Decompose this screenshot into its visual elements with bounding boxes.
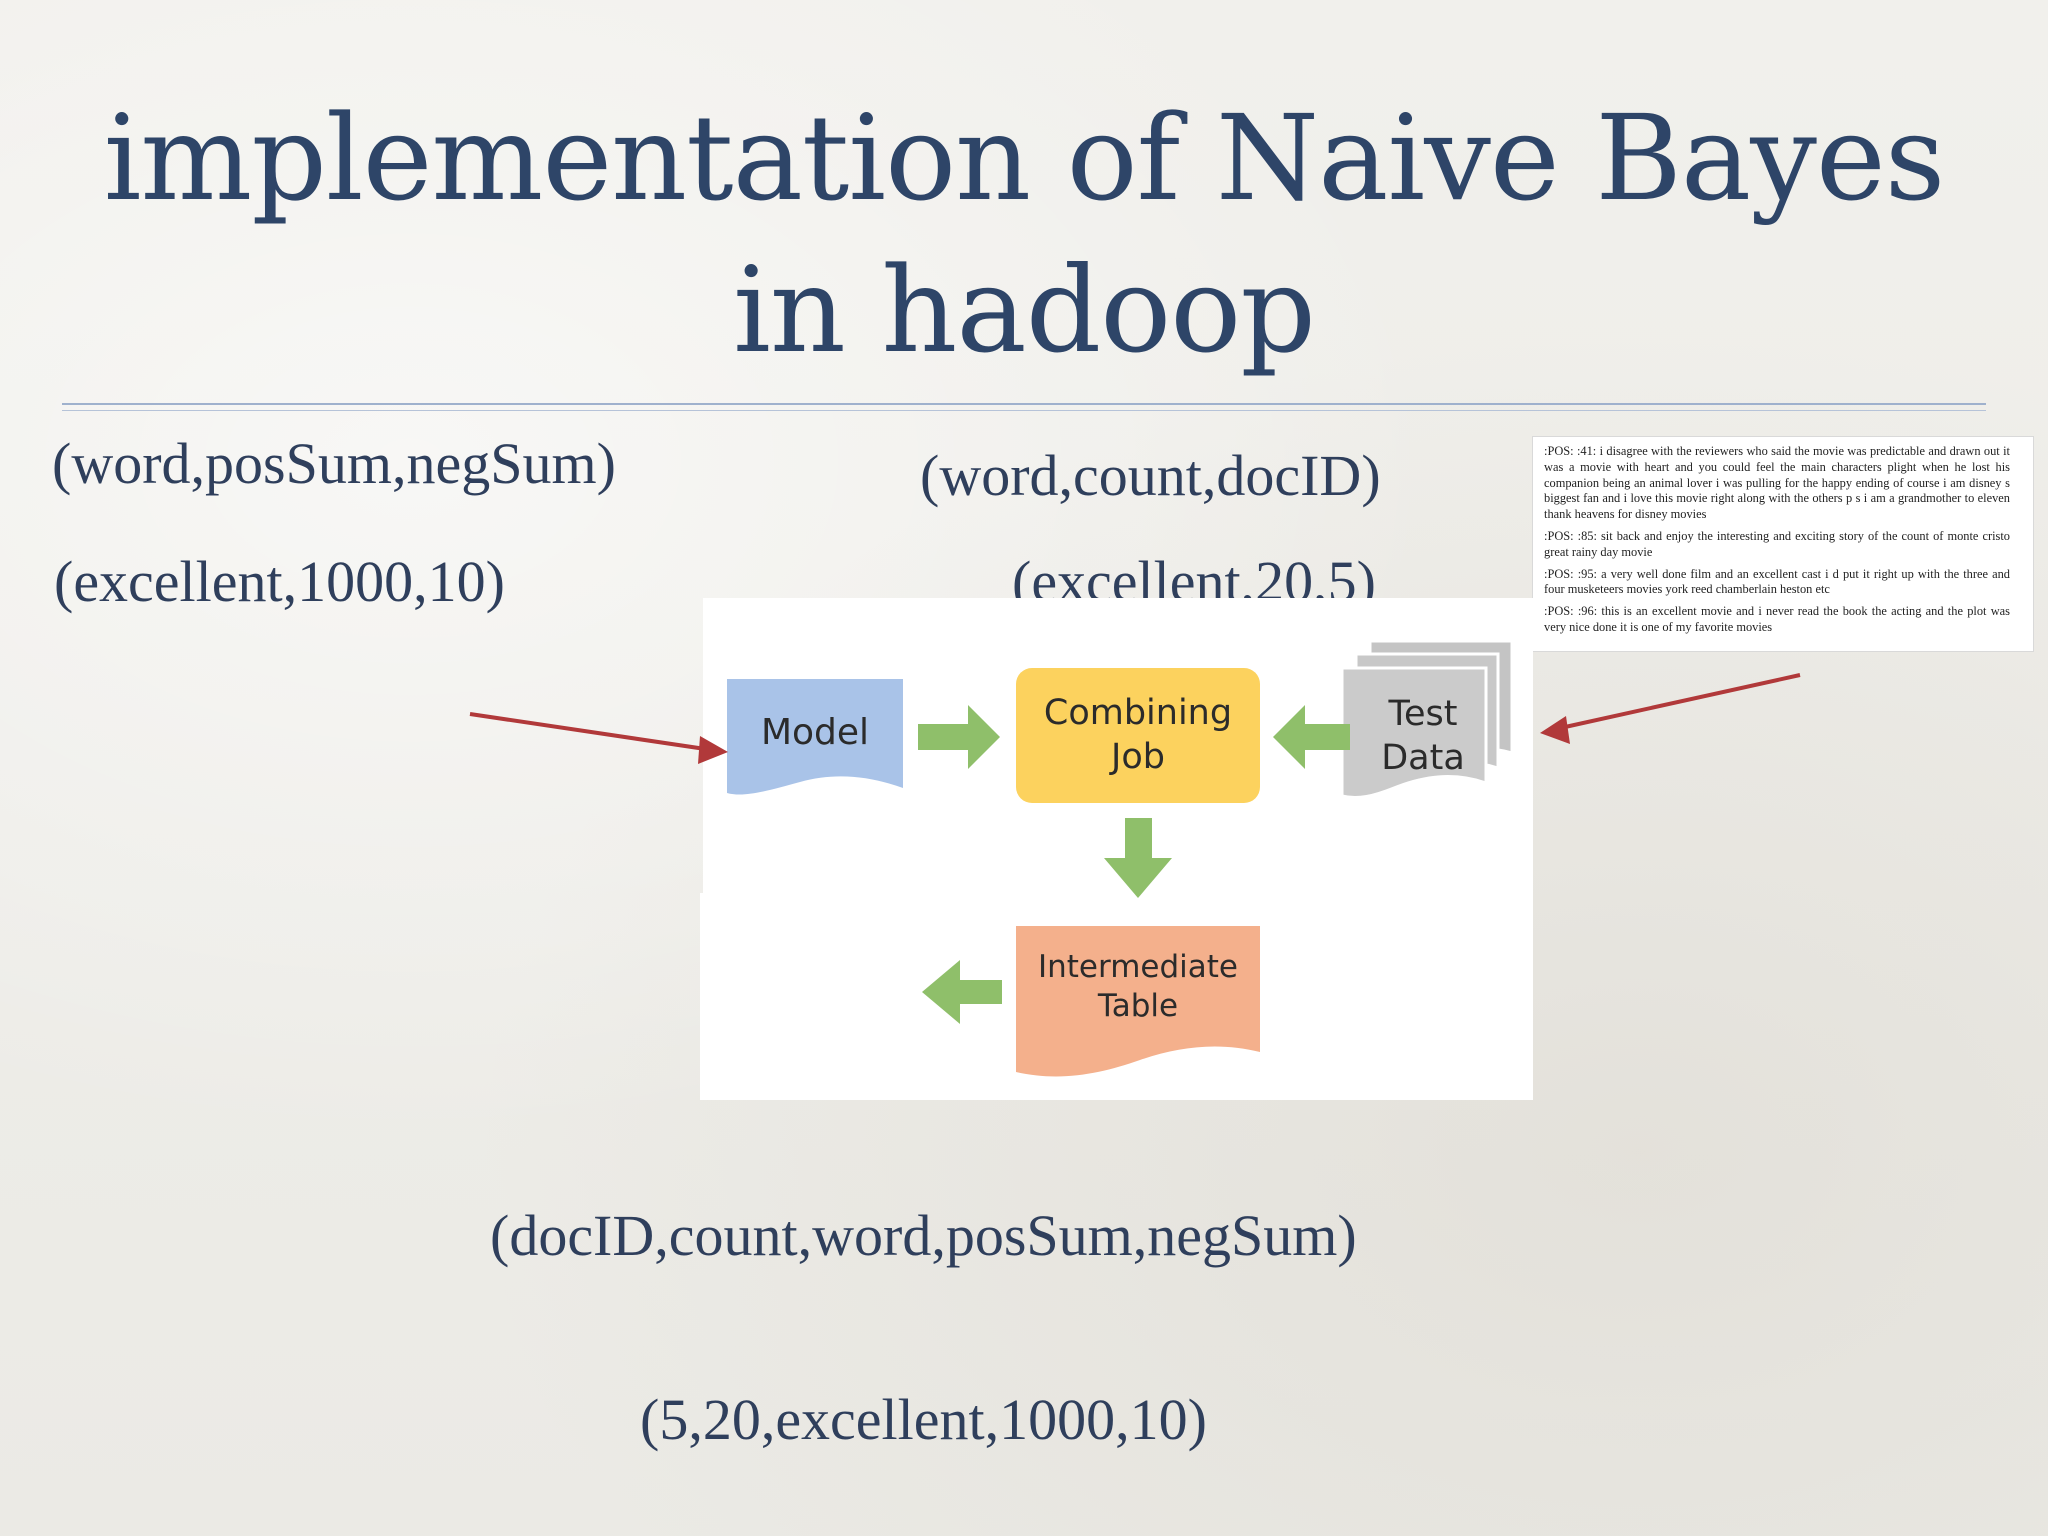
title-line-2: in hadoop [733, 241, 1316, 379]
title-divider [62, 403, 1986, 405]
combining-label-line1: Combining [1043, 693, 1233, 734]
review-line: :POS: :95: a very well done film and an … [1544, 566, 2010, 597]
combining-label-line2: Job [1111, 737, 1165, 777]
intermediate-table-label: Intermediate Table [1016, 942, 1260, 1032]
review-line: :POS: :85: sit back and enjoy the intere… [1544, 528, 2010, 559]
review-line: :POS: :96: this is an excellent movie an… [1544, 604, 2010, 634]
slide-title: implementation of Naive Bayes in hadoop [0, 82, 2048, 386]
test-label-line2: Data [1381, 738, 1465, 778]
model-node [727, 679, 903, 795]
flow-diagram-panel-edge [700, 893, 710, 1100]
title-divider-thin [62, 410, 1986, 411]
model-example-label: (excellent,1000,10) [54, 549, 505, 614]
intermediate-label-line1: Intermediate [1037, 949, 1238, 986]
test-data-node [1340, 666, 1488, 800]
combining-job-node [1016, 668, 1260, 803]
arrow-test-to-combining [1273, 705, 1350, 769]
test-label-line1: Test [1388, 694, 1458, 735]
model-label-text: Model [760, 711, 870, 753]
combining-job-label: Combining Job [1016, 680, 1260, 792]
model-label: Model [727, 694, 903, 770]
test-data-label: Test Data [1342, 682, 1504, 792]
model-schema-label: (word,posSum,negSum) [52, 431, 616, 496]
output-schema-label: (docID,count,word,posSum,negSum) [490, 1203, 1357, 1268]
arrow-combining-to-intermediate [1104, 818, 1172, 898]
arrow-model-to-combining [918, 705, 1000, 769]
pointer-arrow-to-test-data [1555, 673, 1801, 731]
test-data-sample-text: :POS: :41: i disagree with the reviewers… [1544, 444, 2010, 642]
title-line-1: implementation of Naive Bayes [103, 89, 1946, 227]
pointer-arrowhead-test-data [1540, 716, 1570, 744]
test-schema-label: (word,count,docID) [920, 443, 1381, 508]
arrow-intermediate-output [922, 960, 1002, 1024]
review-line: :POS: :41: i disagree with the reviewers… [1544, 444, 2010, 522]
intermediate-label-line2: Table [1097, 988, 1179, 1024]
output-example-label: (5,20,excellent,1000,10) [640, 1387, 1207, 1452]
intermediate-table-node [1016, 926, 1260, 1077]
test-data-sample-box [1532, 436, 2034, 652]
pointer-arrowhead-model [698, 736, 728, 764]
pointer-arrow-to-model [469, 712, 713, 752]
